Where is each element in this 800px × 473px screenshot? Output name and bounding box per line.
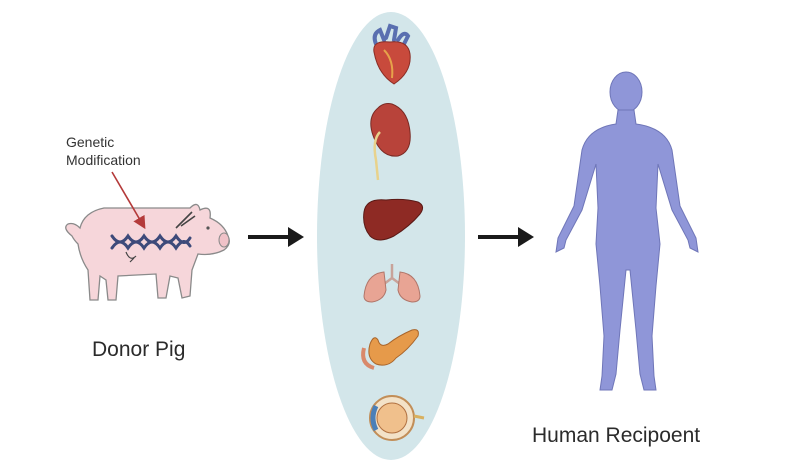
- kidney-icon: [370, 103, 411, 181]
- human-body: [555, 109, 699, 391]
- gene-cut-icon: [125, 251, 137, 263]
- eye-icon: [369, 395, 425, 441]
- heart-icon: [372, 23, 411, 85]
- donor-pig-illustration: [65, 171, 230, 301]
- human-head: [609, 71, 643, 113]
- dna-strand-icon: [110, 233, 192, 251]
- liver-icon: [363, 198, 424, 241]
- arrow-organs-to-human: [478, 227, 534, 247]
- human-recipient-illustration: [555, 71, 699, 391]
- pig-eye: [206, 226, 210, 230]
- genetic-modification-label-line-2: Modification: [66, 152, 141, 168]
- lungs-icon: [363, 264, 421, 303]
- pancreas-icon: [361, 329, 419, 370]
- human-recipient-label: Human Recipoent: [532, 424, 701, 447]
- arrow-pig-to-organs: [248, 227, 304, 247]
- pig-body: [65, 203, 230, 301]
- genetic-modification-label: Genetic Modification: [66, 133, 141, 169]
- genetic-modification-label-line-1: Genetic: [66, 134, 115, 150]
- gene-scissors-icon: [175, 211, 196, 229]
- donor-pig-label: Donor Pig: [92, 338, 186, 361]
- genetic-modification-pointer: [111, 171, 146, 230]
- pig-snout: [218, 232, 230, 248]
